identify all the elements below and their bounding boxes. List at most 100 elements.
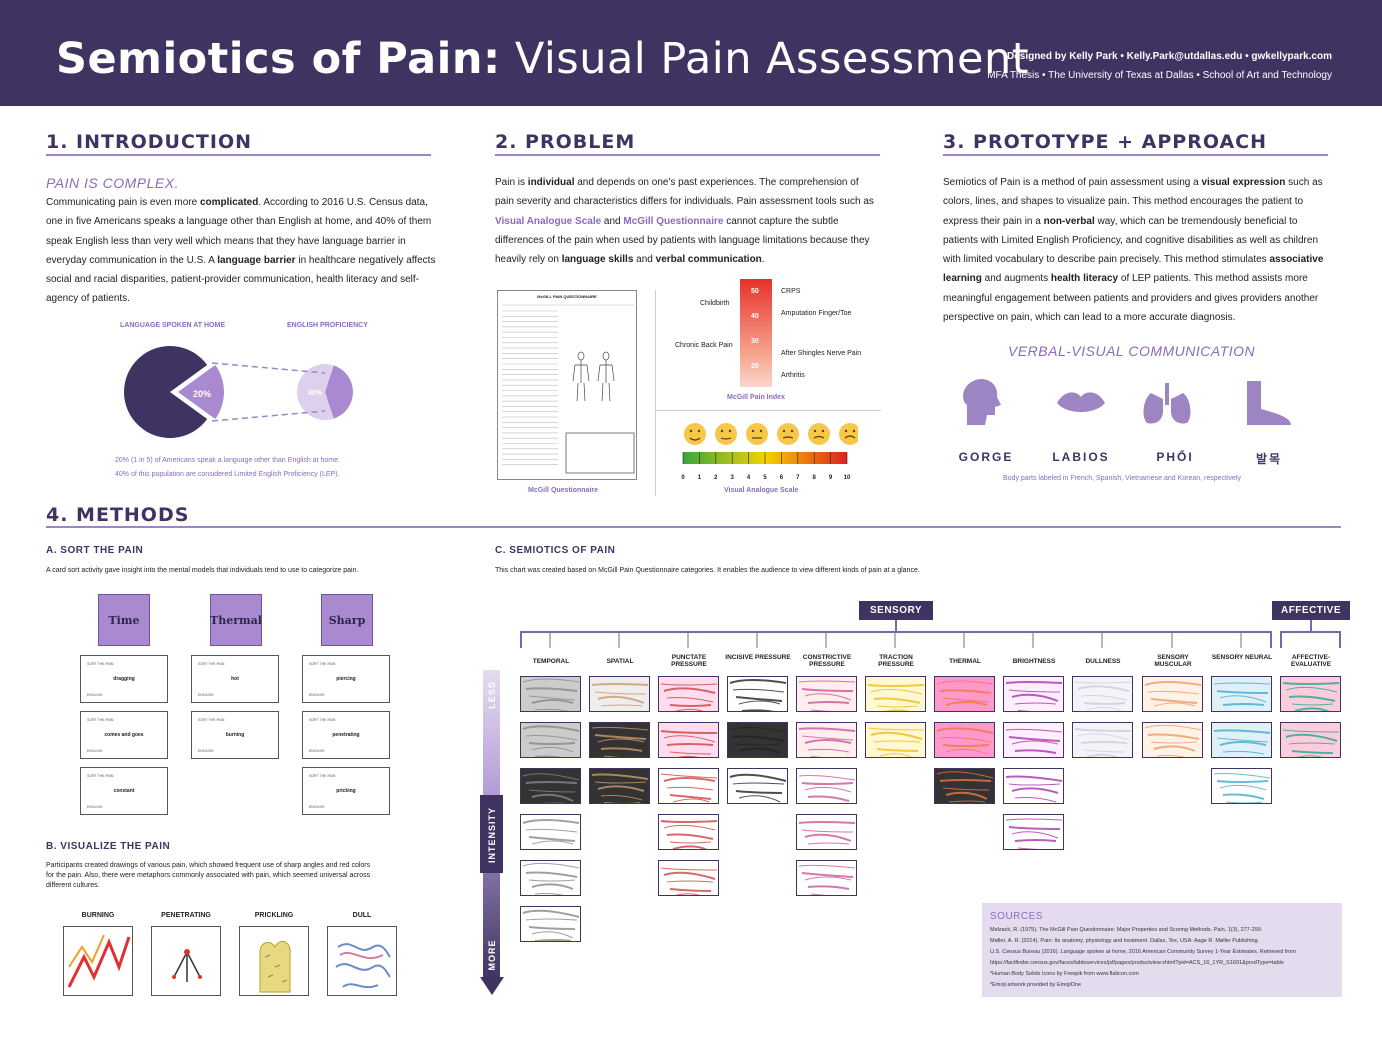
index-amputation: Amputation Finger/Toe — [781, 310, 852, 317]
card-word: penetrating — [332, 732, 360, 738]
pain-face-icon-1 — [715, 423, 737, 445]
pain-texture-cell — [658, 814, 719, 850]
sort-category-sharp: Sharp — [321, 594, 373, 646]
pain-texture-cell — [589, 722, 650, 758]
pain-texture-cell — [658, 676, 719, 712]
pain-drawing — [151, 926, 221, 996]
pain-texture-cell — [658, 722, 719, 758]
ref-6: *Emoji artwork provided by EmojiOne — [990, 982, 1082, 988]
card-header: SORT THE PAIN — [198, 662, 225, 666]
methods-rule — [46, 526, 1341, 528]
pain-texture-cell — [1280, 676, 1341, 712]
card-footer: ENGLISH — [87, 749, 103, 753]
ankle-icon — [1247, 381, 1291, 425]
card-header: SORT THE PAIN — [309, 718, 336, 722]
card-footer: ENGLISH — [198, 693, 214, 697]
ref-3: U.S. Census Bureau (2016). Language spok… — [990, 949, 1296, 955]
pain-face-icon-0 — [684, 423, 706, 445]
pie-slice-0-0 — [178, 364, 224, 420]
label-phoi: PHỔI — [1156, 450, 1194, 464]
pain-texture-cell — [520, 676, 581, 712]
pie-slice-1-1 — [297, 364, 334, 420]
vas-tick-10: 10 — [844, 475, 851, 481]
ref-5: *Human Body Solids Icons by Freepik from… — [990, 971, 1139, 977]
column-label: CONSTRICTIVE PRESSURE — [802, 654, 852, 668]
problem-body: Pain is individual and depends on one's … — [495, 177, 874, 266]
pie-caption-left: LANGUAGE SPOKEN AT HOME — [120, 322, 226, 329]
pain-texture-cell — [520, 860, 581, 896]
card-footer: ENGLISH — [309, 749, 325, 753]
intro-heading: 1. INTRODUCTION — [46, 131, 252, 153]
column-label: SENSORY MUSCULAR — [1154, 654, 1192, 668]
body-caption: Body parts labeled in French, Spanish, V… — [1003, 475, 1242, 482]
problem-rule — [495, 154, 880, 156]
pie-label-20: 20% — [193, 389, 211, 399]
problem-heading: 2. PROBLEM — [495, 131, 636, 153]
card-footer: ENGLISH — [309, 693, 325, 697]
vas-tick-9: 9 — [829, 475, 833, 481]
card-header: SORT THE PAIN — [87, 774, 114, 778]
body-part-icons — [963, 378, 1291, 425]
pie-connector-top — [211, 362, 326, 374]
vas-caption: Visual Analogue Scale — [724, 487, 799, 494]
card-footer: ENGLISH — [309, 805, 325, 809]
questionnaire-lines — [502, 304, 635, 474]
index-shingles: After Shingles Nerve Pain — [781, 350, 862, 357]
label-balmok: 발목 — [1255, 452, 1283, 466]
drawing-label: BURNING — [81, 912, 115, 919]
pain-drawing — [63, 926, 133, 996]
pie-label-40: 40% — [308, 390, 323, 397]
pain-texture-cell — [865, 722, 926, 758]
card-footer: ENGLISH — [87, 693, 103, 697]
pain-texture-cell — [1280, 722, 1341, 758]
pain-texture-cell — [865, 676, 926, 712]
visualize-desc-3: different cultures. — [46, 882, 100, 889]
semiotics-desc: This chart was created based on McGill P… — [495, 567, 920, 574]
axis-intensity-box — [480, 795, 503, 873]
credit-line-1: Designed by Kelly Park • Kelly.Park@utda… — [1006, 51, 1332, 62]
vas-tick-5: 5 — [763, 475, 767, 481]
pain-texture-cell — [1003, 814, 1064, 850]
pain-texture-cell — [796, 860, 857, 896]
pain-texture-cell — [1072, 722, 1133, 758]
pain-texture-cell — [1142, 722, 1203, 758]
pain-texture-cell — [1211, 722, 1272, 758]
pain-texture-cell — [796, 768, 857, 804]
pain-texture-cell — [520, 722, 581, 758]
lungs-icon — [1143, 383, 1191, 424]
pain-texture-cell — [1003, 676, 1064, 712]
intro-body: Communicating pain is even more complica… — [46, 197, 436, 305]
pain-texture-cell — [727, 768, 788, 804]
card-word: pricking — [336, 788, 356, 794]
pain-texture-cell — [520, 814, 581, 850]
drawing-label: PRICKLING — [254, 912, 294, 919]
pain-face-icon-4 — [808, 423, 830, 445]
drawing-label: DULL — [352, 912, 372, 919]
approach-subhead: VERBAL-VISUAL COMMUNICATION — [1008, 343, 1256, 359]
column-label: TEMPORAL — [532, 658, 570, 665]
pain-drawing — [327, 926, 397, 996]
vas-tick-4: 4 — [747, 475, 751, 481]
card-header: SORT THE PAIN — [87, 718, 114, 722]
column-label: BRIGHTNESS — [1012, 658, 1056, 665]
page-header: Semiotics of Pain: Visual Pain Assessmen… — [0, 0, 1382, 106]
card-header: SORT THE PAIN — [87, 662, 114, 666]
vas-tick-7: 7 — [796, 475, 800, 481]
credit-line-2: MFA Thesis • The University of Texas at … — [987, 70, 1332, 81]
pie-note-1: 20% (1 in 5) of Americans speak a langua… — [115, 457, 340, 464]
column-label: AFFECTIVE-EVALUATIVE — [1290, 654, 1332, 668]
pain-texture-cell — [589, 768, 650, 804]
ref-4: https://factfinder.census.gov/faces/tabl… — [990, 960, 1284, 966]
column-label: SENSORY NEURAL — [1211, 654, 1273, 661]
card-header: SORT THE PAIN — [309, 774, 336, 778]
vas-tick-2: 2 — [714, 475, 718, 481]
card-word: comes and goes — [104, 732, 144, 738]
card-footer: ENGLISH — [87, 805, 103, 809]
column-label: PUNCTATE PRESSURE — [671, 654, 707, 668]
column-label: TRACTION PRESSURE — [878, 654, 914, 668]
